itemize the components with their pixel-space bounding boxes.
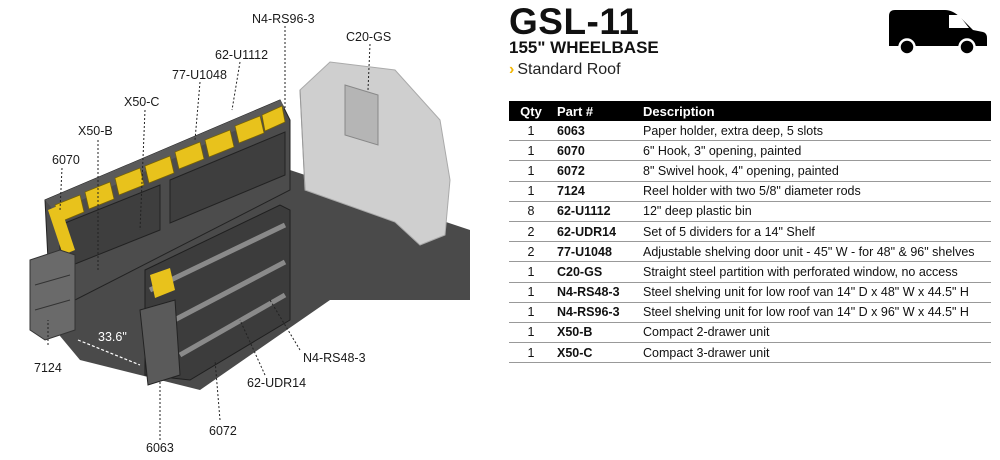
- part-number-cell: 6070: [553, 140, 639, 162]
- description-cell: 8" Swivel hook, 4" opening, painted: [639, 160, 991, 182]
- description-cell: Adjustable shelving door unit - 45" W - …: [639, 241, 991, 263]
- part-number-cell: X50-B: [553, 322, 639, 344]
- callout-6070: 6070: [52, 153, 80, 167]
- part-number-cell: 62-UDR14: [553, 221, 639, 243]
- shelf-door: [169, 131, 286, 224]
- callout-62-u1112: 62-U1112: [215, 48, 269, 62]
- van-interior-illustration: N4-RS96-3 C20-GS 62-U1112 77-U1048 X50-C…: [0, 0, 500, 455]
- yellow-hook: [150, 268, 175, 298]
- partition-window: [344, 84, 379, 146]
- qty-cell: 1: [509, 140, 553, 162]
- description-cell: Steel shelving unit for low roof van 14"…: [639, 302, 991, 323]
- shelving-diagram: [29, 26, 470, 440]
- qty-cell: 1: [509, 342, 553, 364]
- callout-x50-c: X50-C: [124, 95, 160, 109]
- paper-holder: [139, 299, 181, 386]
- part-number-cell: 6072: [553, 160, 639, 182]
- callout-n4-rs96-3: N4-RS96-3: [252, 12, 315, 26]
- column-header-qty: Qty: [509, 101, 553, 121]
- part-number-cell: X50-C: [553, 342, 639, 364]
- part-number-cell: 7124: [553, 181, 639, 202]
- part-number-cell: 77-U1048: [553, 241, 639, 263]
- part-number-cell: N4-RS96-3: [553, 302, 639, 323]
- description-cell: Set of 5 dividers for a 14" Shelf: [639, 221, 991, 243]
- chevron-right-icon: ›: [509, 61, 515, 78]
- part-number-cell: C20-GS: [553, 261, 639, 283]
- column-header-description: Description: [639, 101, 991, 121]
- callout-x50-b: X50-B: [78, 124, 113, 138]
- drawer-unit: [29, 249, 76, 341]
- description-cell: Paper holder, extra deep, 5 slots: [639, 121, 991, 142]
- qty-cell: 1: [509, 121, 553, 142]
- safety-stripe: [48, 205, 75, 255]
- roof-label: Standard Roof: [517, 61, 621, 78]
- callout-n4-rs48-3: N4-RS48-3: [303, 351, 366, 365]
- callout-62-udr14: 62-UDR14: [247, 376, 307, 390]
- part-number-cell: 6063: [553, 121, 639, 142]
- description-cell: Compact 3-drawer unit: [639, 342, 991, 364]
- table-header-row: Qty Part # Description: [509, 101, 991, 121]
- qty-cell: 1: [509, 282, 553, 303]
- callout-c20-gs: C20-GS: [346, 30, 392, 44]
- part-number-cell: 62-U1112: [553, 201, 639, 222]
- description-cell: Reel holder with two 5/8" diameter rods: [639, 181, 991, 202]
- callout-6072: 6072: [209, 424, 237, 438]
- wheelbase-label: 155" WHEELBASE: [509, 38, 659, 57]
- description-cell: Straight steel partition with perforated…: [639, 261, 991, 283]
- package-title: GSL-11: [509, 1, 640, 42]
- qty-cell: 1: [509, 322, 553, 344]
- qty-cell: 1: [509, 181, 553, 202]
- dimension-arrow: [77, 339, 141, 366]
- part-number-cell: N4-RS48-3: [553, 282, 639, 303]
- callout-leaders: [47, 26, 371, 440]
- description-cell: 6" Hook, 3" opening, painted: [639, 140, 991, 162]
- van-icon: [889, 10, 987, 56]
- qty-cell: 2: [509, 221, 553, 243]
- callout-7124: 7124: [34, 361, 62, 375]
- qty-cell: 8: [509, 201, 553, 222]
- qty-cell: 1: [509, 160, 553, 182]
- roof-type: ›Standard Roof: [509, 60, 621, 80]
- qty-cell: 1: [509, 302, 553, 323]
- callout-77-u1048: 77-U1048: [172, 68, 227, 82]
- description-cell: Compact 2-drawer unit: [639, 322, 991, 344]
- callout-6063: 6063: [146, 441, 174, 455]
- description-cell: Steel shelving unit for low roof van 14"…: [639, 282, 991, 303]
- description-cell: 12" deep plastic bin: [639, 201, 991, 222]
- dimension-label: 33.6": [98, 330, 127, 344]
- column-header-part: Part #: [553, 101, 639, 121]
- front-shelving-unit: [144, 204, 291, 381]
- partition-panel: [299, 61, 451, 246]
- qty-cell: 1: [509, 261, 553, 283]
- qty-cell: 2: [509, 241, 553, 263]
